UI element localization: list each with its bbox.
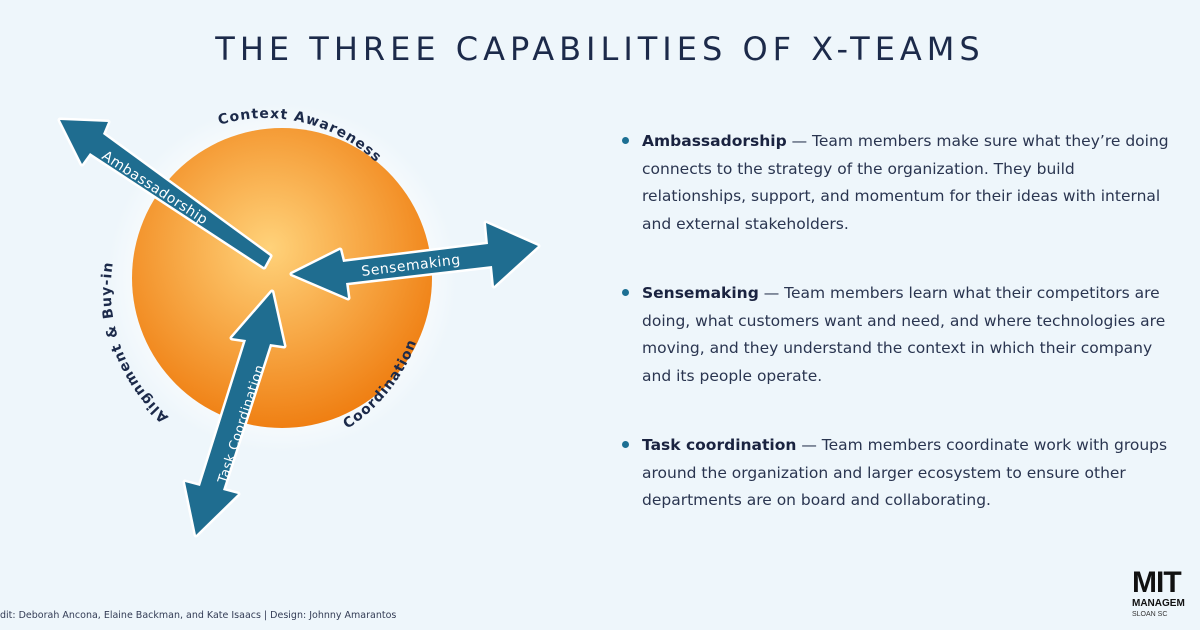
page-title: THE THREE CAPABILITIES OF X-TEAMS: [215, 30, 985, 68]
bullet-text: — Team members make sure what they’re do…: [642, 132, 1169, 233]
logo-sub: MANAGEM: [1132, 598, 1185, 609]
capabilities-diagram: Ambassadorship Sensemaking Task Coordina…: [57, 103, 541, 538]
mit-sloan-logo: MIT MANAGEM SLOAN SC: [1132, 568, 1200, 630]
bullet-task-coordination: Task coordination — Team members coordin…: [622, 432, 1182, 515]
bullet-sensemaking: Sensemaking — Team members learn what th…: [622, 280, 1182, 390]
orange-sphere: [132, 128, 432, 428]
bullet-dot-icon: [622, 441, 629, 448]
bullet-dot-icon: [622, 289, 629, 296]
logo-main: MIT: [1132, 568, 1182, 599]
bullet-text: — Team members coordinate work with grou…: [642, 436, 1168, 509]
bullet-term: Ambassadorship: [642, 132, 787, 150]
bullet-dot-icon: [622, 137, 629, 144]
credit-line: dit: Deborah Ancona, Elaine Backman, and…: [0, 610, 397, 621]
bullet-term: Sensemaking: [642, 284, 759, 302]
bullet-term: Task coordination: [642, 436, 797, 454]
bullet-list: Ambassadorship — Team members make sure …: [622, 128, 1182, 515]
bullet-ambassadorship: Ambassadorship — Team members make sure …: [622, 128, 1182, 238]
logo-sub2: SLOAN SC: [1132, 611, 1168, 618]
bullet-text: — Team members learn what their competit…: [642, 284, 1166, 385]
